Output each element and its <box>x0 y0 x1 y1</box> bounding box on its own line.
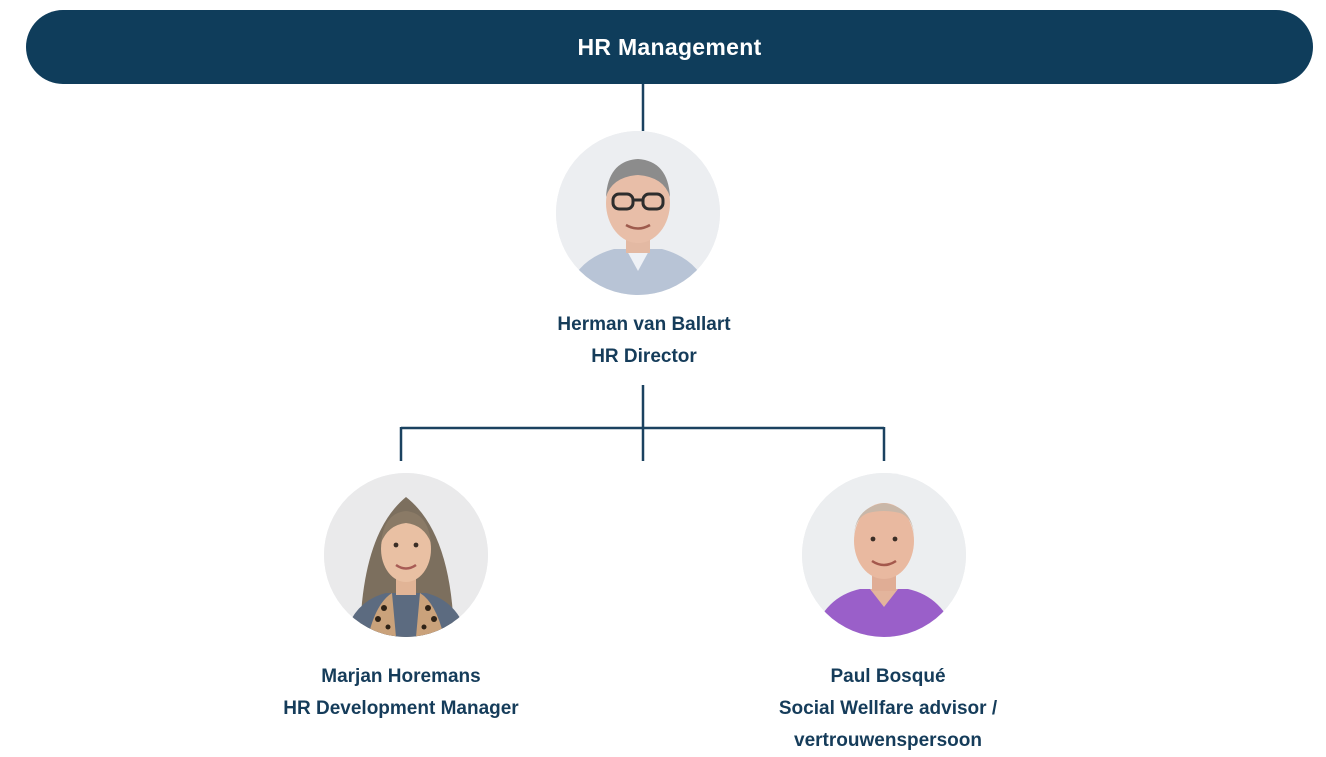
right-person-role-line1: Social Wellfare advisor / <box>778 698 998 719</box>
director-name: Herman van Ballart <box>557 314 731 335</box>
left-person-caption: Marjan Horemans HR Development Manager <box>236 661 566 725</box>
right-person-name: Paul Bosqué <box>830 666 946 687</box>
header-bar: HR Management <box>26 10 1313 84</box>
left-person-role: HR Development Manager <box>283 698 519 719</box>
left-person-name: Marjan Horemans <box>321 666 481 687</box>
right-person-caption: Paul Bosqué Social Wellfare advisor / ve… <box>718 661 1058 757</box>
director-photo <box>556 131 720 295</box>
right-person-role-line2: vertrouwenspersoon <box>794 730 982 751</box>
director-caption: Herman van Ballart HR Director <box>518 309 770 373</box>
right-person-photo <box>802 473 966 637</box>
header-title: HR Management <box>577 33 762 60</box>
director-role: HR Director <box>591 346 697 367</box>
left-person-photo <box>324 473 488 637</box>
